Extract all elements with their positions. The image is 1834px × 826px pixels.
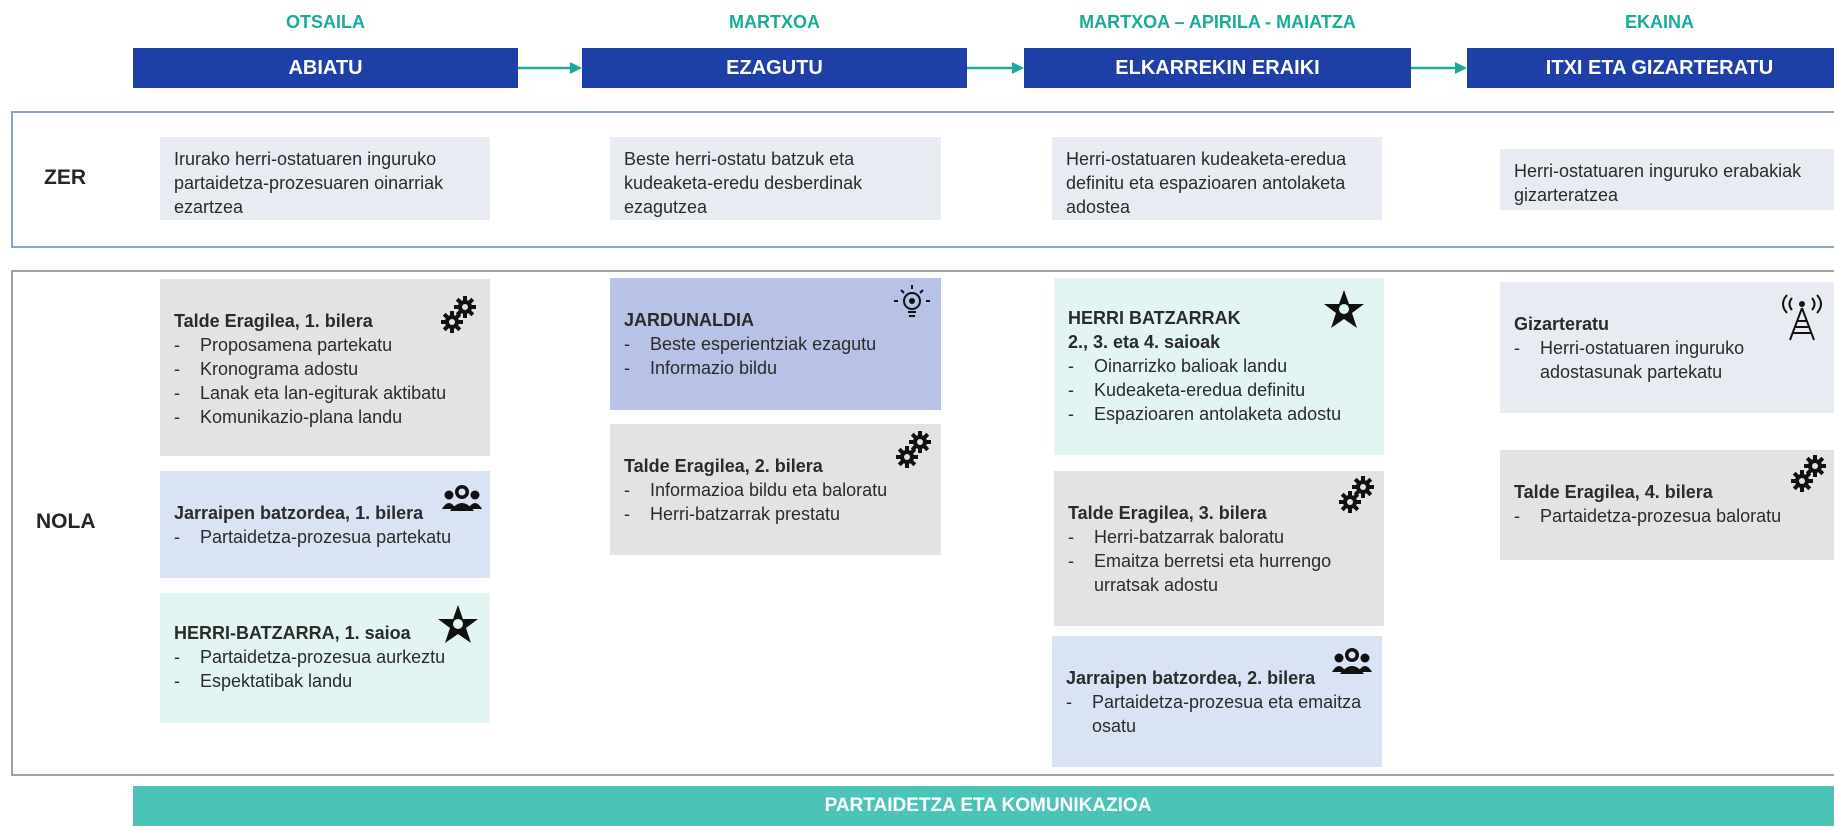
activity-card-talde-eragilea-2: Talde Eragilea, 2. bilera Informazioa bi…	[610, 424, 941, 555]
list-item: Kronograma adostu	[174, 357, 476, 381]
row-label-nola: NOLA	[36, 510, 96, 533]
people-star-icon	[438, 605, 478, 643]
card-title: Gizarteratu	[1514, 314, 1610, 334]
month-label-martxoa: MARTXOA	[729, 12, 820, 32]
activity-card-herri-batzarra-1: HERRI-BATZARRA, 1. saioa Partaidetza-pro…	[160, 593, 490, 723]
list-item: Partaidetza-prozesua aurkeztu	[174, 645, 476, 669]
list-item: Emaitza berretsi eta hurrengo urratsak a…	[1068, 549, 1370, 597]
list-item: Herri-batzarrak baloratu	[1068, 525, 1370, 549]
lightbulb-icon	[894, 285, 930, 317]
phase-abiatu: ABIATU	[133, 48, 518, 88]
list-item: Oinarrizko balioak landu	[1068, 354, 1370, 378]
list-item: Partaidetza-prozesua partekatu	[174, 525, 476, 549]
broadcast-tower-icon	[1782, 294, 1822, 341]
activity-card-jardunaldia: JARDUNALDIA Beste esperientziak ezagutu …	[610, 278, 941, 410]
list-item: Proposamena partekatu	[174, 333, 476, 357]
card-title: Talde Eragilea, 2. bilera	[624, 456, 823, 476]
card-list: Informazioa bildu eta baloratu Herri-bat…	[624, 478, 927, 526]
month-label-otsaila: OTSAILA	[286, 12, 365, 32]
zer-card-ezagutu: Beste herri-ostatu batzuk eta kudeaketa-…	[610, 137, 941, 220]
card-list: Partaidetza-prozesua partekatu	[174, 525, 476, 549]
arrow-right-icon	[518, 62, 582, 74]
list-item: Kudeaketa-eredua definitu	[1068, 378, 1370, 402]
list-item: Lanak eta lan-egiturak aktibatu	[174, 381, 476, 405]
list-item: Espektatibak landu	[174, 669, 476, 693]
list-item: Beste esperientziak ezagutu	[624, 332, 927, 356]
card-list: Herri-batzarrak baloratu Emaitza berrets…	[1068, 525, 1370, 597]
list-item: Partaidetza-prozesua eta emaitza osatu	[1066, 690, 1368, 738]
card-title: Jarraipen batzordea, 2. bilera	[1066, 668, 1316, 688]
phase-ezagutu: EZAGUTU	[582, 48, 967, 88]
zer-card-itxi: Herri-ostatuaren inguruko erabakiak giza…	[1500, 149, 1834, 210]
card-list: Partaidetza-prozesua eta emaitza osatu	[1066, 690, 1368, 738]
gears-icon	[1791, 455, 1826, 492]
card-title: Jarraipen batzordea, 1. bilera	[174, 503, 424, 523]
card-list: Partaidetza-prozesua baloratu	[1514, 504, 1826, 528]
activity-card-herri-batzarrak: HERRI BATZARRAK 2., 3. eta 4. saioak Oin…	[1054, 278, 1384, 455]
phase-elkarrekin-eraiki: ELKARREKIN ERAIKI	[1024, 48, 1411, 88]
row-label-zer: ZER	[44, 166, 86, 189]
zer-card-elkarrekin-eraiki: Herri-ostatuaren kudeaketa-eredua defini…	[1052, 137, 1382, 220]
card-subtitle: 2., 3. eta 4. saioak	[1068, 332, 1221, 352]
list-item: Informazioa bildu eta baloratu	[624, 478, 927, 502]
arrow-right-icon	[1411, 62, 1467, 74]
list-item: Herri-batzarrak prestatu	[624, 502, 927, 526]
card-title: HERRI BATZARRAK	[1068, 308, 1241, 328]
month-label-martxoa-maiatza: MARTXOA – APIRILA - MAIATZA	[1079, 12, 1356, 32]
card-title: JARDUNALDIA	[624, 310, 754, 330]
list-item: Herri-ostatuaren inguruko adostasunak pa…	[1514, 336, 1826, 384]
participation-communication-banner: PARTAIDETZA ETA KOMUNIKAZIOA	[133, 786, 1834, 826]
phase-itxi-eta-gizarteratu: ITXI ETA GIZARTERATU	[1467, 48, 1834, 88]
gears-icon	[1339, 476, 1374, 513]
group-icon	[1332, 648, 1372, 674]
group-icon	[442, 485, 482, 511]
gears-icon	[441, 296, 476, 333]
card-title: Talde Eragilea, 3. bilera	[1068, 503, 1267, 523]
activity-card-jarraipen-batzordea-2: Jarraipen batzordea, 2. bilera Partaidet…	[1052, 636, 1382, 767]
list-item: Partaidetza-prozesua baloratu	[1514, 504, 1826, 528]
card-list: Oinarrizko balioak landu Kudeaketa-eredu…	[1068, 354, 1370, 426]
activity-card-jarraipen-batzordea-1: Jarraipen batzordea, 1. bilera Partaidet…	[160, 471, 490, 578]
list-item: Espazioaren antolaketa adostu	[1068, 402, 1370, 426]
activity-card-talde-eragilea-1: Talde Eragilea, 1. bilera Proposamena pa…	[160, 279, 490, 456]
month-label-ekaina: EKAINA	[1624, 12, 1694, 32]
card-list: Herri-ostatuaren inguruko adostasunak pa…	[1514, 336, 1826, 384]
card-title: HERRI-BATZARRA, 1. saioa	[174, 623, 411, 643]
card-list: Proposamena partekatu Kronograma adostu …	[174, 333, 476, 429]
card-list: Partaidetza-prozesua aurkeztu Espektatib…	[174, 645, 476, 693]
people-star-icon	[1324, 290, 1364, 328]
gears-icon	[896, 431, 931, 468]
list-item: Informazio bildu	[624, 356, 927, 380]
zer-card-abiatu: Irurako herri-ostatuaren inguruko partai…	[160, 137, 490, 220]
card-title: Talde Eragilea, 4. bilera	[1514, 482, 1713, 502]
list-item: Komunikazio-plana landu	[174, 405, 476, 429]
activity-card-talde-eragilea-4: Talde Eragilea, 4. bilera Partaidetza-pr…	[1500, 450, 1834, 560]
card-title: Talde Eragilea, 1. bilera	[174, 311, 373, 331]
activity-card-gizarteratu: Gizarteratu Herri-ostatuaren inguruko ad…	[1500, 282, 1834, 413]
arrow-right-icon	[967, 62, 1024, 74]
card-list: Beste esperientziak ezagutu Informazio b…	[624, 332, 927, 380]
activity-card-talde-eragilea-3: Talde Eragilea, 3. bilera Herri-batzarra…	[1054, 471, 1384, 626]
